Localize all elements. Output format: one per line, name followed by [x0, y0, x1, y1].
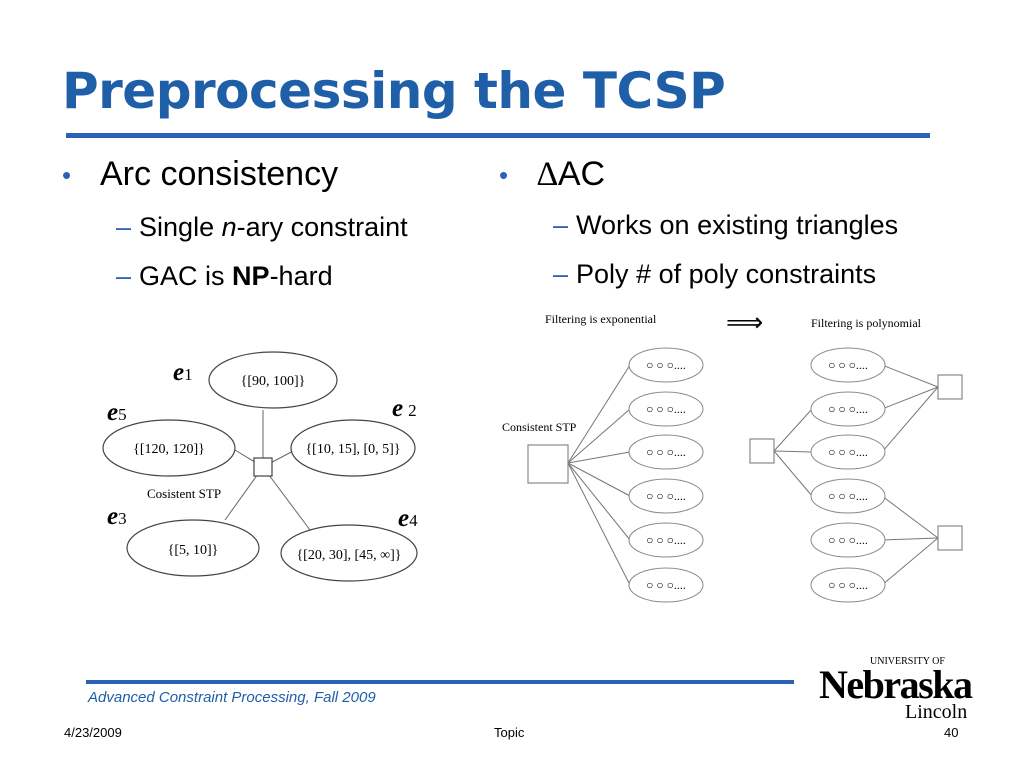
- node-e4: {[20, 30], [45, ∞]} e4: [280, 505, 418, 582]
- node-e3-name: e3: [107, 503, 127, 530]
- triangle-box-bottom: [937, 525, 963, 551]
- center-label: Cosistent STP: [147, 486, 221, 501]
- left-node: ○ ○ ○....: [646, 445, 686, 459]
- node-e4-label: {[20, 30], [45, ∞]}: [296, 548, 401, 563]
- right-node-column: ○ ○ ○.... ○ ○ ○.... ○ ○ ○.... ○ ○ ○.... …: [810, 347, 886, 603]
- bullet-dot: •: [499, 160, 509, 190]
- footer-page-number: 40: [944, 725, 959, 740]
- sub-bullet-gac-np-hard: –GAC is NP-hard: [116, 261, 333, 291]
- logo-nebraska: Nebraska: [819, 662, 973, 707]
- filtering-diagram: Filtering is exponential ⟹ Filtering is …: [502, 308, 963, 603]
- sub-bullet-poly-constraints: –Poly # of poly constraints: [553, 259, 877, 289]
- node-e3: {[5, 10]} e3: [107, 503, 260, 577]
- logo-university-of: UNIVERSITY OF: [870, 656, 945, 667]
- left-node: ○ ○ ○....: [646, 578, 686, 592]
- university-logo: UNIVERSITY OF Nebraska Lincoln: [819, 656, 974, 722]
- sub-bullet-existing-triangles: –Works on existing triangles: [553, 210, 899, 240]
- bullet-dot: •: [62, 160, 72, 190]
- star-diagram: Cosistent STP {[90, 100]} e1 {[10, 15], …: [102, 351, 418, 582]
- bullet-delta-ac: ∆AC: [537, 155, 606, 193]
- node-e5: {[120, 120]} e5: [102, 399, 236, 477]
- stp-center-box: [253, 457, 273, 477]
- logo-lincoln: Lincoln: [905, 701, 967, 722]
- node-e1-name: e1: [173, 359, 193, 386]
- left-node-column: ○ ○ ○.... ○ ○ ○.... ○ ○ ○.... ○ ○ ○.... …: [628, 347, 704, 603]
- node-e4-name: e4: [398, 505, 418, 532]
- node-e1-label: {[90, 100]}: [241, 374, 306, 389]
- right-node: ○ ○ ○....: [828, 445, 868, 459]
- caption-polynomial: Filtering is polynomial: [811, 316, 922, 330]
- dash-icon: –: [116, 212, 132, 242]
- left-node: ○ ○ ○....: [646, 402, 686, 416]
- sub-bullet-single-nary: –Single n-ary constraint: [116, 212, 408, 242]
- caption-exponential: Filtering is exponential: [545, 312, 657, 326]
- slide-title: Preprocessing the TCSP: [62, 62, 726, 120]
- footer-date: 4/23/2009: [64, 725, 122, 740]
- footer-divider: [86, 680, 794, 684]
- node-e5-name: e5: [107, 399, 127, 426]
- triangle-box-top: [937, 374, 963, 400]
- node-e1: {[90, 100]} e1: [173, 351, 338, 409]
- node-e3-label: {[5, 10]}: [168, 543, 219, 558]
- right-node: ○ ○ ○....: [828, 578, 868, 592]
- left-node: ○ ○ ○....: [646, 489, 686, 503]
- node-e5-label: {[120, 120]}: [133, 442, 205, 457]
- right-node: ○ ○ ○....: [828, 358, 868, 372]
- stp-label: Consistent STP: [502, 420, 577, 434]
- right-node: ○ ○ ○....: [828, 402, 868, 416]
- node-e2-label: {[10, 15], [0, 5]}: [305, 442, 400, 457]
- left-node: ○ ○ ○....: [646, 358, 686, 372]
- stp-box-left: [527, 444, 569, 484]
- right-node: ○ ○ ○....: [828, 533, 868, 547]
- dash-icon: –: [553, 259, 569, 289]
- stp-box-right: [749, 438, 775, 464]
- bullet-arc-consistency: Arc consistency: [100, 155, 339, 193]
- left-node: ○ ○ ○....: [646, 533, 686, 547]
- footer-course-name: Advanced Constraint Processing, Fall 200…: [88, 689, 376, 706]
- implies-arrow: ⟹: [726, 308, 763, 337]
- dash-icon: –: [553, 210, 569, 240]
- footer-topic: Topic: [494, 725, 525, 740]
- title-divider: [66, 133, 930, 138]
- right-node: ○ ○ ○....: [828, 489, 868, 503]
- dash-icon: –: [116, 261, 132, 291]
